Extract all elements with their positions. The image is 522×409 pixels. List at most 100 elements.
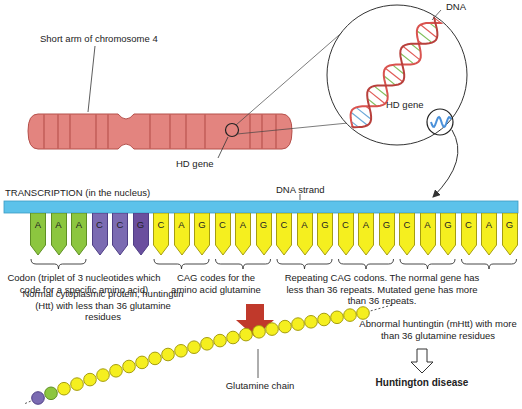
nucleotide-tile: G: [317, 213, 333, 256]
nucleotide-tile: G: [194, 213, 210, 256]
base-pair: [334, 135, 349, 147]
chromosome-band: [149, 112, 151, 152]
nucleotide-tile: G: [502, 213, 518, 256]
amino-acid-bead: [32, 392, 45, 405]
nucleotide-letter: C: [215, 213, 231, 231]
dna-strand-bar: [4, 201, 518, 213]
bracket: [462, 259, 517, 269]
base-pair: [338, 129, 354, 142]
bracket: [400, 259, 455, 269]
gene-zoom-circle: [427, 109, 453, 135]
amino-acid-bead: [305, 316, 318, 329]
nucleotide-letter: C: [153, 213, 169, 231]
section-title: TRANSCRIPTION (in the nucleus): [5, 187, 205, 199]
dna-label: DNA: [446, 1, 486, 13]
leader-line: [258, 349, 259, 378]
nucleotide-tile: A: [235, 213, 251, 256]
annotation: Normal cytoplasmic protein, huntingtin (…: [18, 288, 188, 323]
amino-acid-bead: [123, 360, 136, 373]
leader-line: [88, 46, 95, 112]
nucleotide-letter: G: [379, 213, 395, 231]
nucleotide-letter: A: [297, 213, 313, 231]
bracket: [31, 259, 86, 269]
chromosome-band: [204, 112, 206, 152]
bracket: [216, 259, 271, 269]
amino-acid-bead: [110, 365, 123, 378]
nucleotide-tile: A: [174, 213, 190, 256]
nucleotide-letter: C: [112, 213, 128, 231]
strand-label: DNA strand: [276, 184, 346, 196]
chromosome-band: [185, 112, 187, 152]
nucleotide-letter: A: [30, 213, 46, 231]
chromosome-label: Short arm of chromosome 4: [40, 33, 180, 45]
chromosome-band: [43, 112, 45, 152]
chain-label: Glutamine chain: [215, 380, 305, 392]
outcome-label: Huntington disease: [362, 377, 482, 389]
dna-backbone: [334, 2, 452, 148]
base-pair: [335, 144, 340, 148]
nucleotide-tile: C: [153, 213, 169, 256]
chromosome-band: [275, 112, 277, 152]
glutamine-chain: [24, 305, 392, 404]
amino-acid-bead: [331, 311, 344, 324]
amino-acid-bead: [149, 352, 162, 365]
gene-locus-circle: [226, 124, 239, 137]
amino-acid-bead: [136, 356, 149, 369]
zoom-circle: [327, 5, 467, 145]
nucleotide-letter: G: [256, 213, 272, 231]
amino-acid-bead: [253, 326, 266, 339]
nucleotide-letter: C: [461, 213, 477, 231]
leader-line: [218, 137, 228, 158]
chromosome-band: [169, 112, 171, 152]
amino-acid-bead: [45, 387, 58, 400]
nucleotide-letter: A: [71, 213, 87, 231]
nucleotide-tile: C: [461, 213, 477, 256]
nucleotide-letter: C: [399, 213, 415, 231]
nucleotide-tile: G: [133, 213, 149, 256]
chromosome-band: [69, 112, 71, 152]
zoom-line: [237, 123, 348, 134]
bracket: [154, 259, 209, 269]
nucleotide-tile: C: [338, 213, 354, 256]
amino-acid-bead: [357, 307, 370, 320]
chromosome-band: [261, 112, 263, 152]
gene-label: HD gene: [386, 99, 430, 111]
nucleotide-letter: A: [481, 213, 497, 231]
outline-arrow: [411, 349, 433, 373]
annotation: Abnormal huntingtin (mHtt) with more tha…: [358, 318, 518, 341]
gene-segment: [431, 117, 451, 127]
nucleotide-tile: G: [440, 213, 456, 256]
nucleotide-tile: A: [358, 213, 374, 256]
chromosome-band: [249, 112, 251, 152]
zoom-arrow: [433, 130, 458, 197]
dna-helix: [334, 2, 454, 148]
gene-label: HD gene: [176, 158, 236, 170]
nucleotide-letter: G: [317, 213, 333, 231]
nucleotide-letter: C: [276, 213, 292, 231]
nucleotide-tile: G: [379, 213, 395, 256]
nucleotide-tile: A: [481, 213, 497, 256]
nucleotide-tile: G: [256, 213, 272, 256]
nucleotide-letter: C: [92, 213, 108, 231]
chromosome-band: [57, 112, 59, 152]
amino-acid-bead: [279, 320, 292, 333]
amino-acid-bead: [58, 382, 71, 395]
amino-acid-bead: [84, 373, 97, 386]
nucleotide-tile: A: [51, 213, 67, 256]
annotation: Repeating CAG codons. The normal gene ha…: [282, 272, 482, 307]
nucleotide-letter: A: [420, 213, 436, 231]
nucleotide-letter: G: [502, 213, 518, 231]
nucleotide-letter: G: [440, 213, 456, 231]
amino-acid-bead: [344, 309, 357, 322]
amino-acid-bead: [162, 348, 175, 361]
nucleotide-tile: C: [112, 213, 128, 256]
nucleotide-tile: A: [30, 213, 46, 256]
chromosome: [28, 112, 292, 152]
nucleotide-letter: A: [51, 213, 67, 231]
chromosome-band: [107, 112, 109, 152]
nucleotide-tile: A: [420, 213, 436, 256]
nucleotide-letter: G: [133, 213, 149, 231]
amino-acid-bead: [227, 331, 240, 344]
nucleotide-letter: A: [174, 213, 190, 231]
